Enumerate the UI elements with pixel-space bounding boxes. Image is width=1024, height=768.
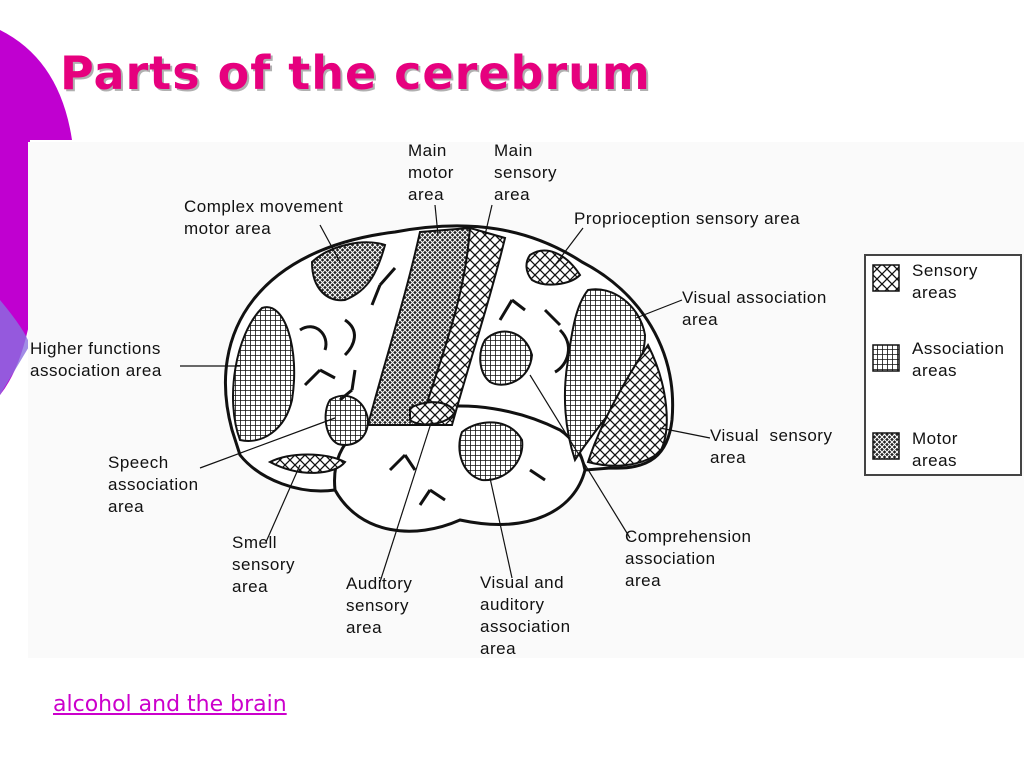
label-main-sensory: Main sensory area <box>494 141 558 204</box>
alcohol-brain-link[interactable]: alcohol and the brain <box>53 692 287 717</box>
visual-sensory-region <box>586 342 668 467</box>
leader-lines <box>180 204 711 583</box>
legend-label-sensory: Sensory areas <box>912 261 978 302</box>
gyri-lines <box>299 267 570 506</box>
legend-label-association: Association areas <box>912 339 1005 380</box>
auditory-region <box>409 401 457 426</box>
proprioception-region <box>525 249 582 286</box>
label-comprehension: Comprehension association area <box>625 527 752 590</box>
label-proprioception: Proprioception sensory area <box>574 209 801 228</box>
visual-auditory-region <box>458 421 524 482</box>
smell-region <box>267 453 347 474</box>
legend: Sensory areas Association areas Motor ar… <box>864 254 1022 476</box>
label-auditory: Auditory sensory area <box>346 574 413 637</box>
parietal-association-region <box>479 330 534 386</box>
label-visual-association: Visual association area <box>682 288 827 329</box>
main-sensory-region <box>418 226 507 426</box>
higher-functions-region <box>232 306 296 442</box>
legend-swatch-motor <box>872 432 900 460</box>
label-visual-sensory: Visual sensory area <box>710 426 833 467</box>
label-main-motor: Main motor area <box>408 141 454 204</box>
page-title: Parts of the cerebrum <box>60 46 651 100</box>
label-complex-movement: Complex movement motor area <box>184 197 344 238</box>
legend-swatch-association <box>872 344 900 372</box>
label-visual-auditory: Visual and auditory association area <box>480 573 571 658</box>
label-smell: Smell sensory area <box>232 533 296 596</box>
legend-label-motor: Motor areas <box>912 429 958 470</box>
speech-region <box>324 394 370 446</box>
slide-decoration <box>0 30 72 395</box>
visual-association-region <box>563 288 647 463</box>
label-speech: Speech association area <box>108 453 199 516</box>
legend-swatch-sensory <box>872 264 900 292</box>
complex-movement-region <box>310 241 387 302</box>
label-higher-functions: Higher functions association area <box>30 339 162 380</box>
